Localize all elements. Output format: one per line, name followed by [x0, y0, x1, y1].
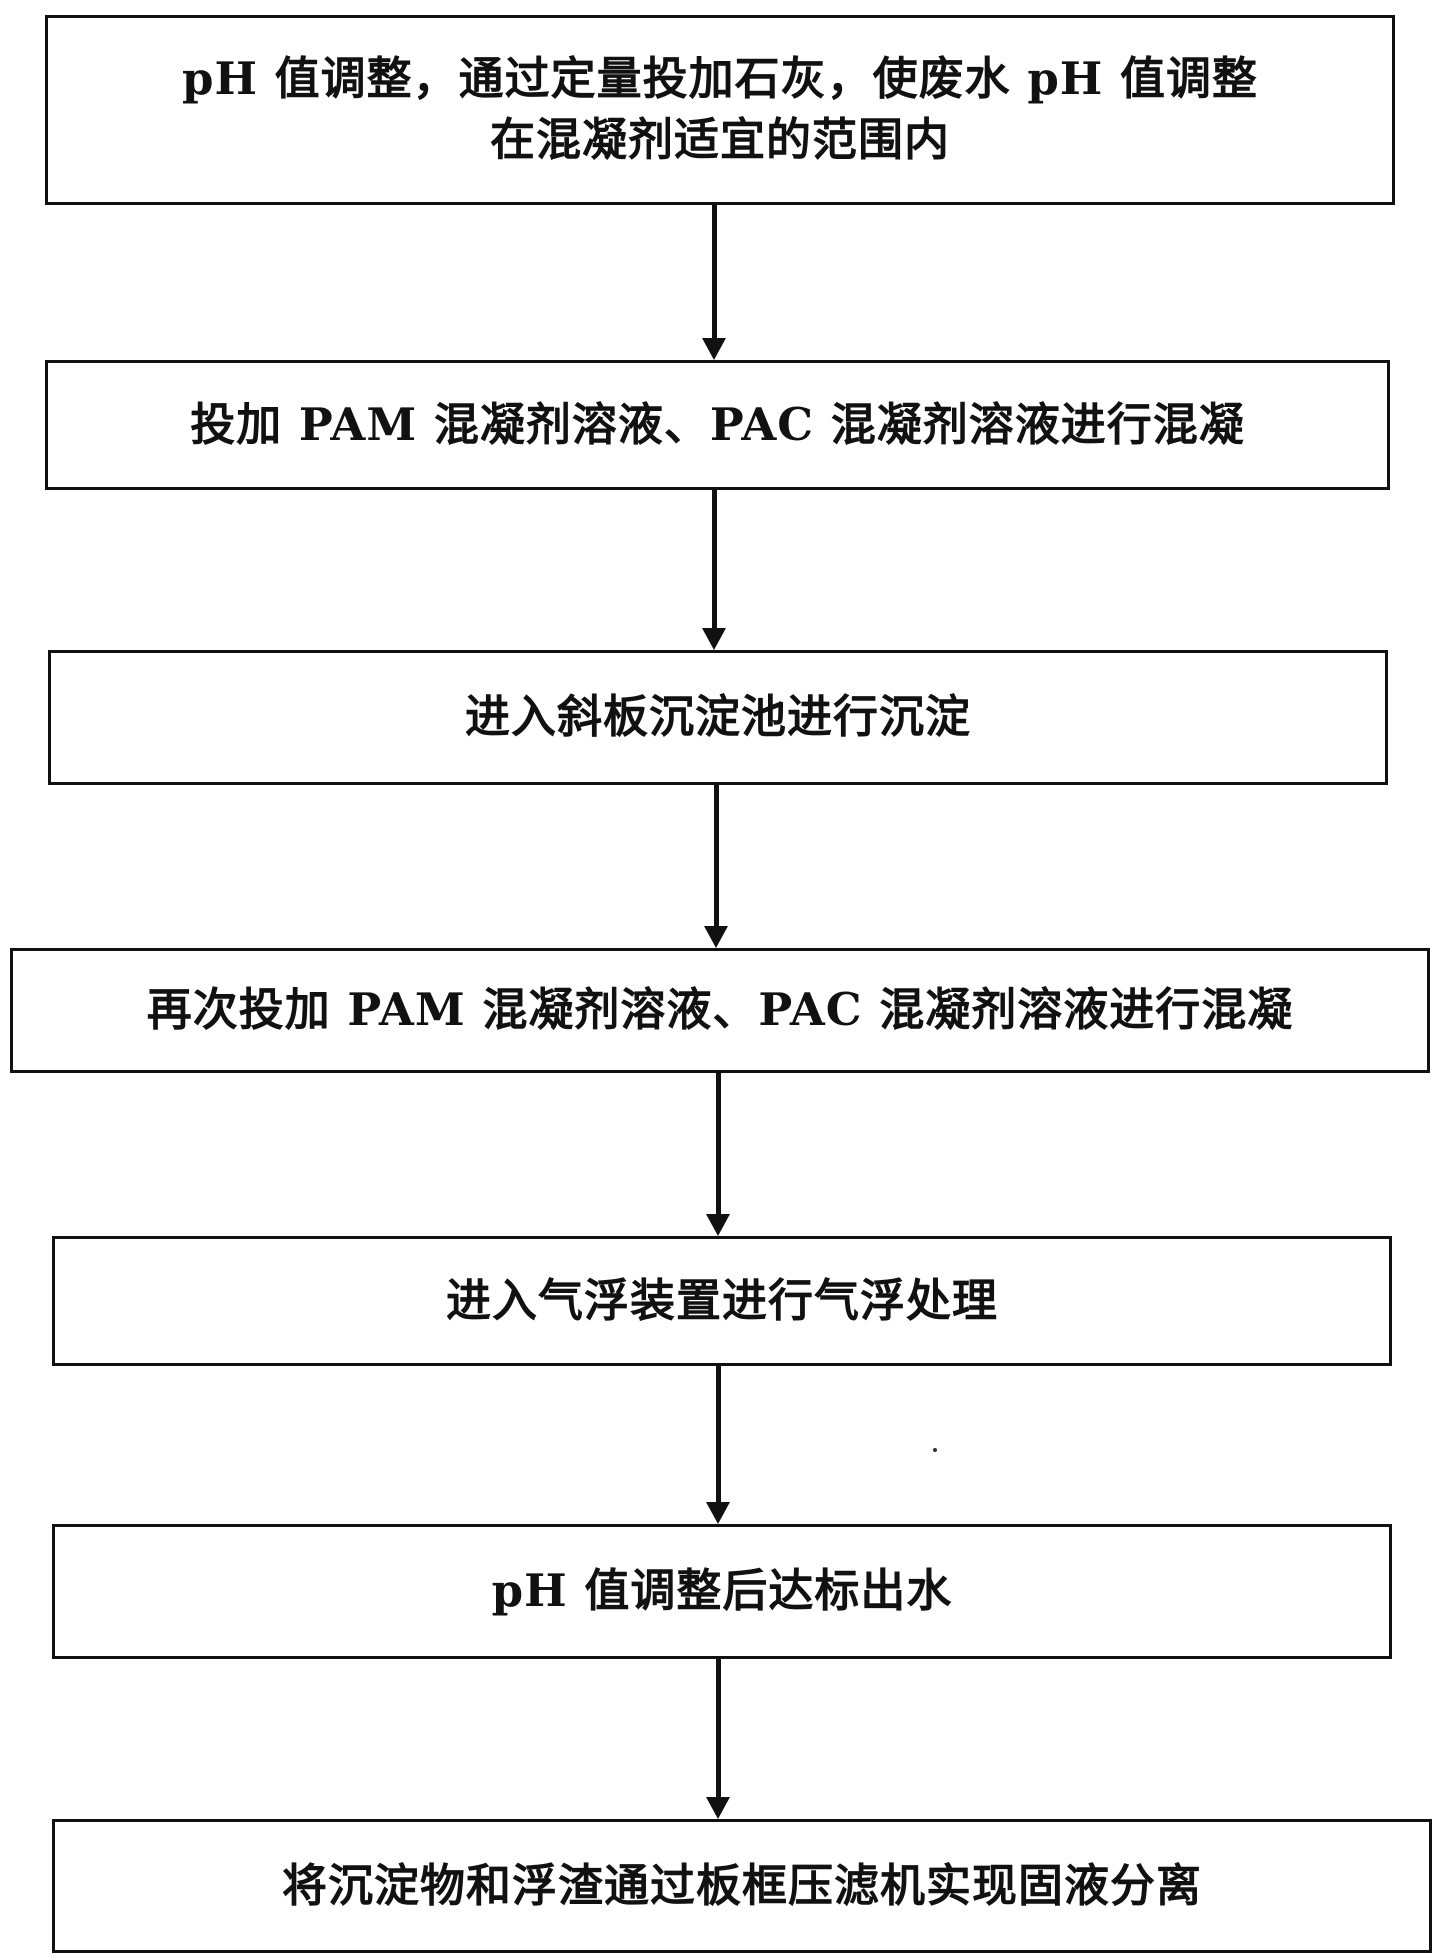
arrow-2-to-3 [702, 490, 726, 650]
step-6-box: pH 值调整后达标出水 [52, 1524, 1392, 1659]
arrow-5-to-6 [706, 1366, 730, 1524]
arrow-6-to-7 [706, 1659, 730, 1819]
step-2-box: 投加 PAM 混凝剂溶液、PAC 混凝剂溶液进行混凝 [45, 360, 1390, 490]
step-5-box: 进入气浮装置进行气浮处理 [52, 1236, 1392, 1366]
step-1-text: pH 值调整，通过定量投加石灰，使废水 pH 值调整 在混凝剂适宜的范围内 [182, 49, 1258, 171]
step-1-box: pH 值调整，通过定量投加石灰，使废水 pH 值调整 在混凝剂适宜的范围内 [45, 15, 1395, 205]
step-7-box: 将沉淀物和浮渣通过板框压滤机实现固液分离 [52, 1819, 1432, 1953]
step-4-text: 再次投加 PAM 混凝剂溶液、PAC 混凝剂溶液进行混凝 [146, 983, 1294, 1037]
step-3-box: 进入斜板沉淀池进行沉淀 [48, 650, 1388, 785]
step-6-text: pH 值调整后达标出水 [491, 1564, 953, 1618]
arrow-3-to-4 [704, 785, 728, 948]
step-7-text: 将沉淀物和浮渣通过板框压滤机实现固液分离 [281, 1858, 1202, 1912]
step-1-line-1: pH 值调整，通过定量投加石灰，使废水 pH 值调整 [182, 52, 1258, 106]
step-5-text: 进入气浮装置进行气浮处理 [445, 1273, 998, 1327]
step-3-text: 进入斜板沉淀池进行沉淀 [464, 690, 971, 744]
arrow-4-to-5 [706, 1073, 730, 1236]
arrow-1-to-2 [702, 205, 726, 360]
step-1-line-2: 在混凝剂适宜的范围内 [489, 113, 950, 166]
scan-speck [933, 1448, 937, 1452]
step-4-box: 再次投加 PAM 混凝剂溶液、PAC 混凝剂溶液进行混凝 [10, 948, 1430, 1073]
step-2-text: 投加 PAM 混凝剂溶液、PAC 混凝剂溶液进行混凝 [190, 397, 1245, 451]
